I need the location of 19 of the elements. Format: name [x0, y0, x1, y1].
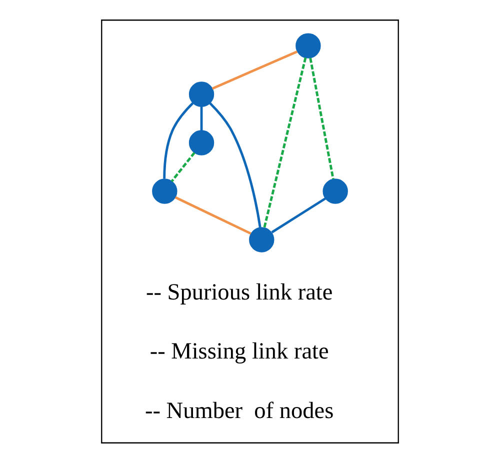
connector: [262, 57, 306, 228]
node-circle: [248, 227, 274, 252]
connector: [270, 197, 326, 234]
cluster: [100, 20, 398, 444]
connector: [162, 102, 194, 179]
label: -- Number of nodes: [144, 398, 334, 424]
node-circle: [188, 130, 214, 156]
connector: [170, 152, 195, 182]
connector: [208, 102, 261, 228]
node-circle: [152, 178, 177, 204]
label: -- Missing link rate: [149, 338, 328, 365]
connector: [174, 196, 251, 235]
connector: [211, 50, 298, 90]
node-circle: [188, 82, 214, 107]
node-circle: [295, 33, 320, 58]
node-circle: [322, 178, 348, 204]
label: -- Spurious link rate: [145, 280, 332, 306]
connector: [308, 58, 334, 180]
connector: [200, 106, 202, 131]
